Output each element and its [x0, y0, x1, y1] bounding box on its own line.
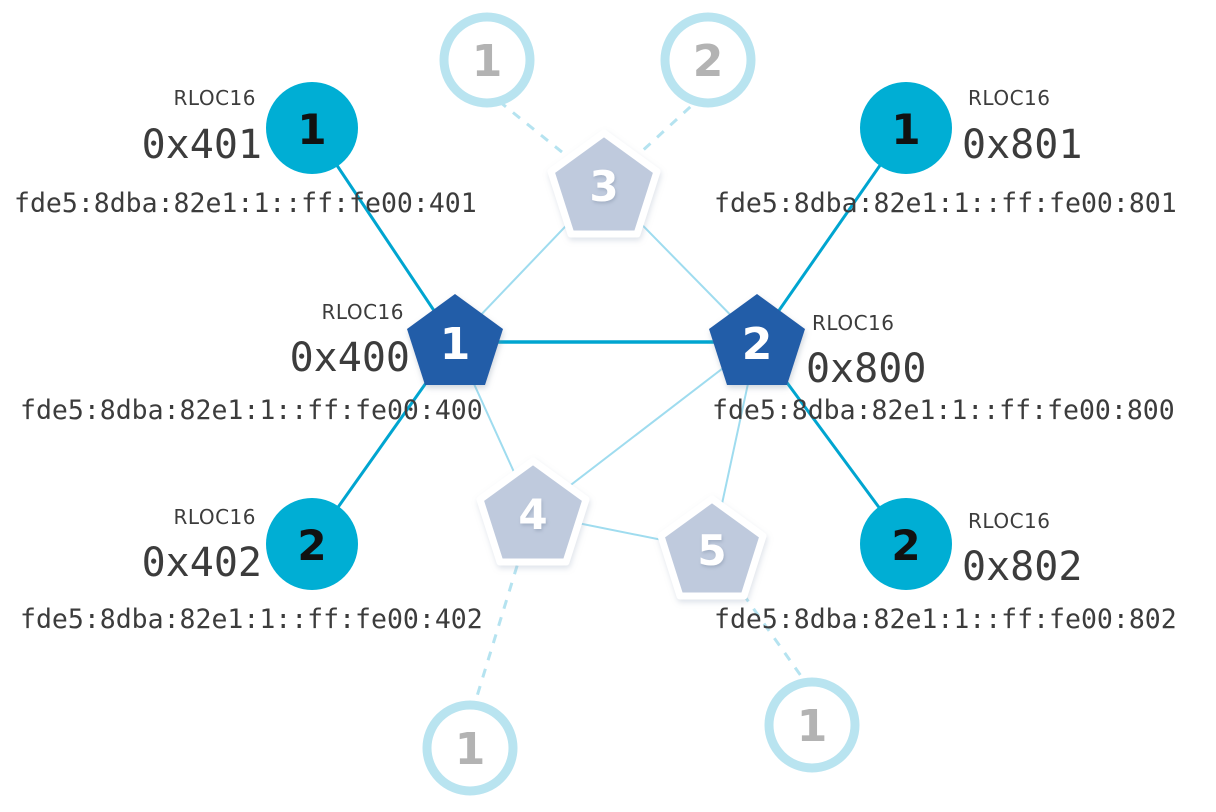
child-802-number: 2	[891, 521, 920, 570]
ghost-child-bottom-2-number: 1	[797, 701, 828, 752]
child-402-number: 2	[297, 521, 326, 570]
faded-router-3[interactable]: 3	[547, 129, 661, 238]
child-402-node[interactable]: 2	[266, 498, 358, 590]
pentagon-icon	[407, 294, 503, 385]
router-400-node[interactable]: 1	[407, 294, 503, 385]
child-802-rloc-value: 0x802	[962, 544, 1082, 590]
child-801-number: 1	[891, 105, 920, 154]
ghost-child-bottom-2[interactable]: 1	[764, 677, 860, 773]
child-801-rloc-caption: RLOC16	[968, 86, 1050, 110]
child-layer: 1 2 1 2	[266, 82, 952, 590]
router-400-rloc-value: 0x400	[290, 335, 410, 381]
link-router4-ghost-bottom-1	[472, 513, 535, 707]
ghost-circle-icon	[660, 12, 756, 108]
child-circle-icon	[266, 498, 358, 590]
child-801-ipv6: fde5:8dba:82e1:1::ff:fe00:801	[714, 188, 1177, 219]
ghost-child-layer: 1 2 1 1	[422, 12, 860, 796]
child-401-node[interactable]: 1	[266, 82, 358, 174]
ghost-circle-icon	[439, 12, 535, 108]
router-layer: 1 2	[407, 294, 805, 385]
child-circle-icon	[860, 498, 952, 590]
label-layer: RLOC16 0x401 fde5:8dba:82e1:1::ff:fe00:4…	[14, 86, 1177, 635]
child-402-rloc-caption: RLOC16	[174, 505, 256, 529]
pentagon-icon	[657, 495, 767, 600]
router-400-ipv6: fde5:8dba:82e1:1::ff:fe00:400	[20, 395, 483, 426]
ghost-child-top-1-number: 1	[472, 36, 503, 87]
faded-router-3-number: 3	[589, 162, 618, 211]
ghost-child-top-1[interactable]: 1	[439, 12, 535, 108]
ghost-circle-icon	[422, 700, 518, 796]
faded-router-4-number: 4	[518, 490, 547, 539]
ghost-child-top-2[interactable]: 2	[660, 12, 756, 108]
child-402-ipv6: fde5:8dba:82e1:1::ff:fe00:402	[20, 604, 483, 635]
pentagon-icon	[709, 294, 805, 385]
child-401-number: 1	[297, 105, 326, 154]
faded-router-5[interactable]: 5	[657, 495, 767, 600]
ghost-circle-icon	[764, 677, 860, 773]
faded-router-layer: 3 4 5	[476, 129, 767, 600]
child-801-node[interactable]: 1	[860, 82, 952, 174]
child-801-rloc-value: 0x801	[962, 122, 1082, 168]
router-800-node[interactable]: 2	[709, 294, 805, 385]
child-402-rloc-value: 0x402	[142, 540, 262, 586]
router-400-number: 1	[440, 319, 471, 370]
child-circle-icon	[266, 82, 358, 174]
ghost-child-bottom-1-number: 1	[455, 724, 486, 775]
router-800-rloc-caption: RLOC16	[812, 311, 894, 335]
router-800-rloc-value: 0x800	[806, 346, 926, 392]
router-800-ipv6: fde5:8dba:82e1:1::ff:fe00:800	[712, 395, 1175, 426]
child-circle-icon	[860, 82, 952, 174]
child-802-rloc-caption: RLOC16	[968, 509, 1050, 533]
pentagon-icon	[547, 129, 661, 238]
ghost-child-top-2-number: 2	[693, 36, 724, 87]
faded-router-5-number: 5	[697, 526, 726, 575]
child-802-ipv6: fde5:8dba:82e1:1::ff:fe00:802	[714, 604, 1177, 635]
pentagon-icon	[476, 457, 590, 566]
child-401-rloc-value: 0x401	[142, 122, 262, 168]
child-401-ipv6: fde5:8dba:82e1:1::ff:fe00:401	[14, 188, 477, 219]
ghost-child-bottom-1[interactable]: 1	[422, 700, 518, 796]
router-400-rloc-caption: RLOC16	[322, 300, 404, 324]
router-800-number: 2	[742, 319, 773, 370]
child-401-rloc-caption: RLOC16	[174, 86, 256, 110]
faded-router-4[interactable]: 4	[476, 457, 590, 566]
child-802-node[interactable]: 2	[860, 498, 952, 590]
